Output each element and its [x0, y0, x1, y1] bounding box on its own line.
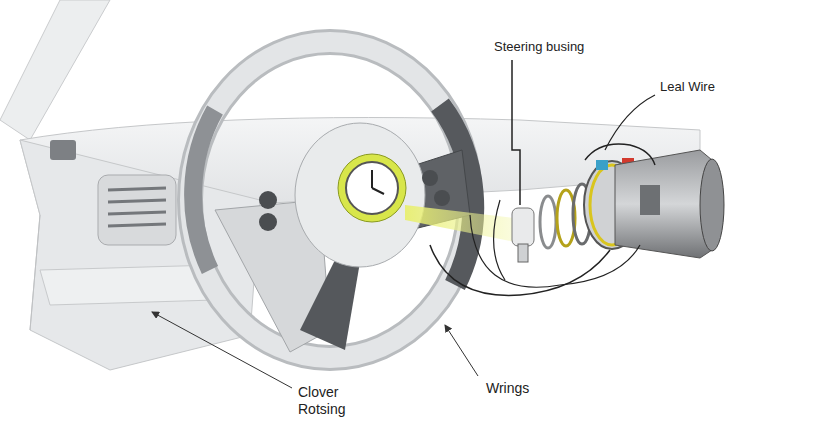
part-label: Clover Rotsing [298, 384, 362, 418]
part-label: Wrings [486, 380, 529, 397]
part-label: Steering busing [494, 38, 584, 55]
part-label: Leal Wire [660, 78, 715, 95]
